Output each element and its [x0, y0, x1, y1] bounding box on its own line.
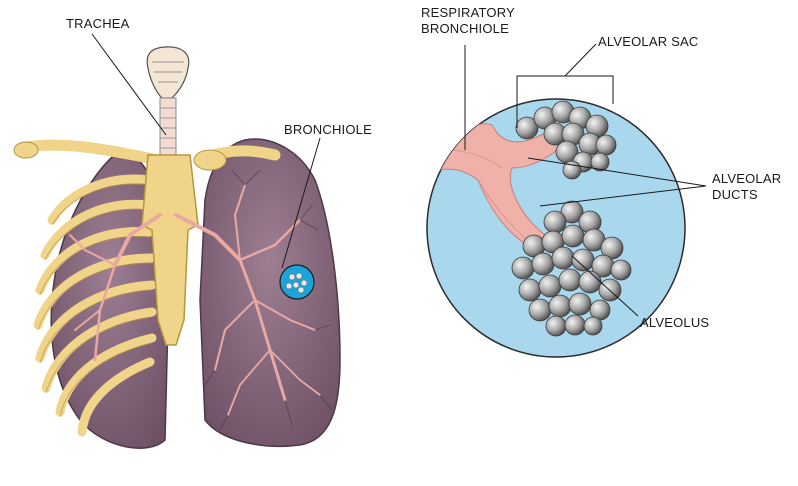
label-alveolus: ALVEOLUS	[640, 315, 709, 330]
label-alveolar-ducts-1: ALVEOLAR	[712, 171, 781, 186]
larynx	[147, 47, 189, 98]
label-bronchiole: BRONCHIOLE	[284, 122, 372, 137]
label-alveolar-sac: ALVEOLAR SAC	[598, 34, 698, 49]
label-trachea: TRACHEA	[66, 16, 130, 31]
right-lung	[200, 139, 340, 446]
label-respiratory-bronchiole-1: RESPIRATORY	[421, 5, 515, 20]
label-alveolar-ducts-2: DUCTS	[712, 187, 758, 202]
label-respiratory-bronchiole-2: BRONCHIOLE	[421, 21, 509, 36]
thorax-illustration	[14, 47, 340, 448]
left-clavicle	[22, 145, 158, 160]
